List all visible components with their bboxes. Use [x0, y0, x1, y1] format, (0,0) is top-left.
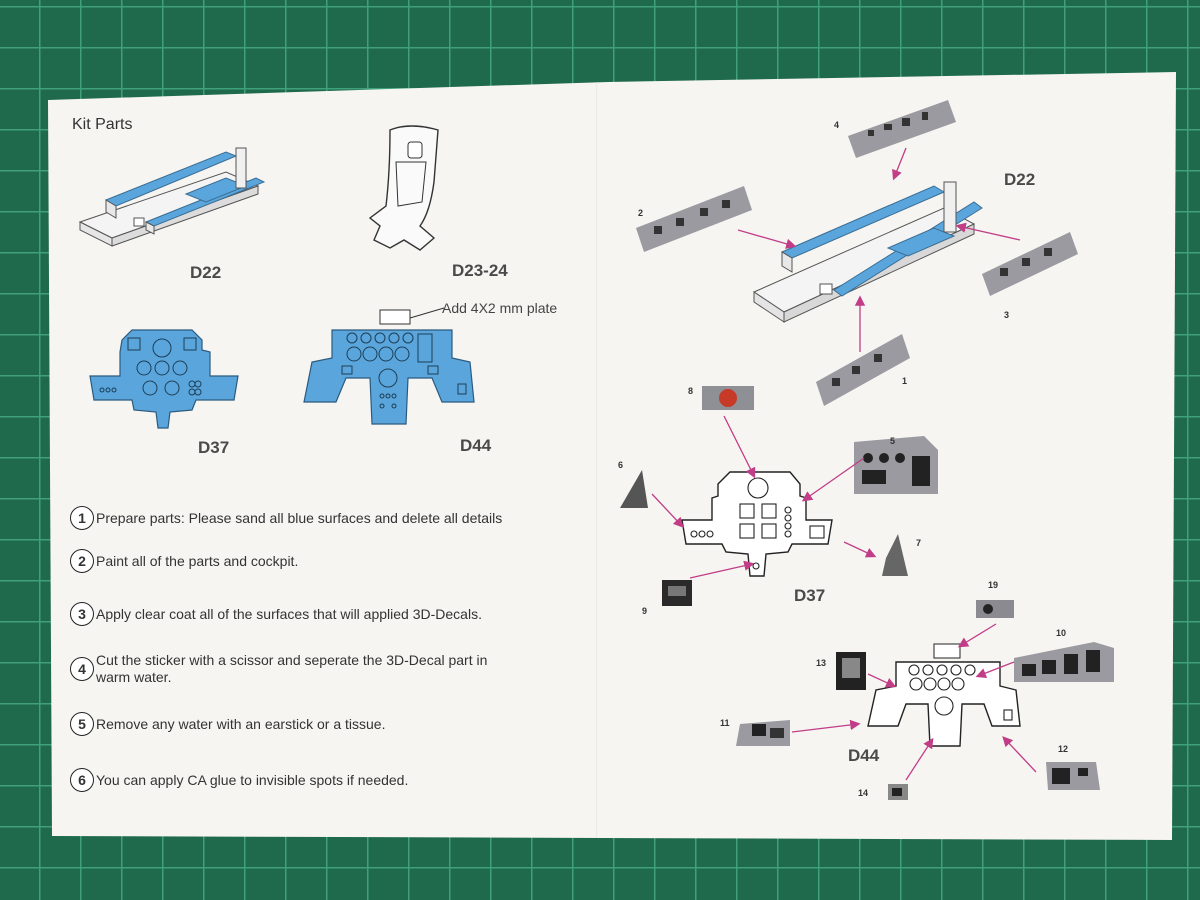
step-text: Remove any water with an earstick or a t…: [96, 716, 386, 732]
step-number: 4: [70, 657, 94, 681]
d37-panel-drawing: [89, 329, 239, 429]
decal-5: [854, 436, 938, 494]
decal-8: [702, 386, 754, 410]
decal-19: [976, 600, 1014, 618]
step-4: 4 Cut the sticker with a scissor and sep…: [70, 652, 487, 686]
step-number: 3: [70, 602, 94, 626]
instruction-sheet: Kit Parts D22 D23-24 D37: [48, 72, 1176, 840]
decal-number-9: 9: [642, 606, 648, 616]
right-d22-label: D22: [1004, 170, 1036, 189]
decal-number-10: 10: [1056, 628, 1067, 638]
decal-4: [848, 100, 956, 158]
d23-24-seat-drawing: [368, 125, 439, 251]
step-number: 6: [70, 768, 94, 792]
decal-number-13: 13: [816, 658, 827, 668]
step-2: 2 Paint all of the parts and cockpit.: [70, 549, 298, 573]
step-number: 1: [70, 506, 94, 530]
decal-12: [1046, 762, 1100, 790]
decal-9: [662, 580, 692, 606]
decal-number-1: 1: [902, 376, 908, 386]
step-text-cont: warm water.: [96, 669, 172, 685]
d44-assembly-drawing: [867, 643, 1021, 747]
d22-part-drawing: [78, 147, 266, 247]
kit-parts-title: Kit Parts: [72, 116, 133, 133]
decal-6: [620, 470, 648, 508]
step-text: You can apply CA glue to invisible spots…: [96, 772, 409, 788]
decal-13: [836, 652, 866, 690]
plate-note: Add 4X2 mm plate: [442, 300, 558, 316]
decal-10: [1014, 642, 1114, 682]
step-1: 1 Prepare parts: Please sand all blue su…: [70, 506, 502, 530]
step-6: 6 You can apply CA glue to invisible spo…: [70, 768, 408, 792]
decal-3: [982, 232, 1078, 296]
d23-24-label: D23-24: [452, 261, 508, 280]
d44-label: D44: [460, 436, 492, 455]
step-5: 5 Remove any water with an earstick or a…: [70, 712, 385, 736]
step-text: Cut the sticker with a scissor and seper…: [96, 652, 488, 668]
decal-number-8: 8: [688, 386, 694, 396]
d22-assembly-drawing: [752, 181, 983, 323]
decal-number-7: 7: [916, 538, 922, 548]
decal-number-3: 3: [1004, 310, 1010, 320]
decal-number-14: 14: [858, 788, 869, 798]
decal-11: [736, 720, 790, 746]
d44-panel-drawing: [303, 309, 475, 425]
step-text: Paint all of the parts and cockpit.: [96, 553, 299, 569]
right-d44-label: D44: [848, 746, 880, 765]
decal-number-12: 12: [1058, 744, 1069, 754]
decal-number-19: 19: [988, 580, 999, 590]
step-text: Apply clear coat all of the surfaces tha…: [96, 606, 482, 622]
decal-1: [816, 334, 910, 406]
step-number: 2: [70, 549, 94, 573]
decal-2: [636, 186, 752, 252]
step-3: 3 Apply clear coat all of the surfaces t…: [70, 602, 482, 626]
d37-label: D37: [198, 438, 230, 457]
decal-number-5: 5: [890, 436, 896, 446]
assembly-arrows: [651, 147, 1037, 781]
decal-7: [882, 534, 908, 576]
decal-number-11: 11: [720, 718, 730, 728]
right-d37-label: D37: [794, 586, 826, 605]
plate-pointer-line: [409, 307, 445, 319]
d37-assembly-drawing: [681, 471, 833, 577]
page-fold: [596, 72, 598, 840]
d22-label: D22: [190, 263, 222, 282]
decal-number-4: 4: [834, 120, 840, 130]
decal-number-2: 2: [638, 208, 644, 218]
step-number: 5: [70, 712, 94, 736]
decal-number-6: 6: [618, 460, 624, 470]
decal-14: [888, 784, 908, 800]
step-text: Prepare parts: Please sand all blue surf…: [96, 510, 503, 526]
